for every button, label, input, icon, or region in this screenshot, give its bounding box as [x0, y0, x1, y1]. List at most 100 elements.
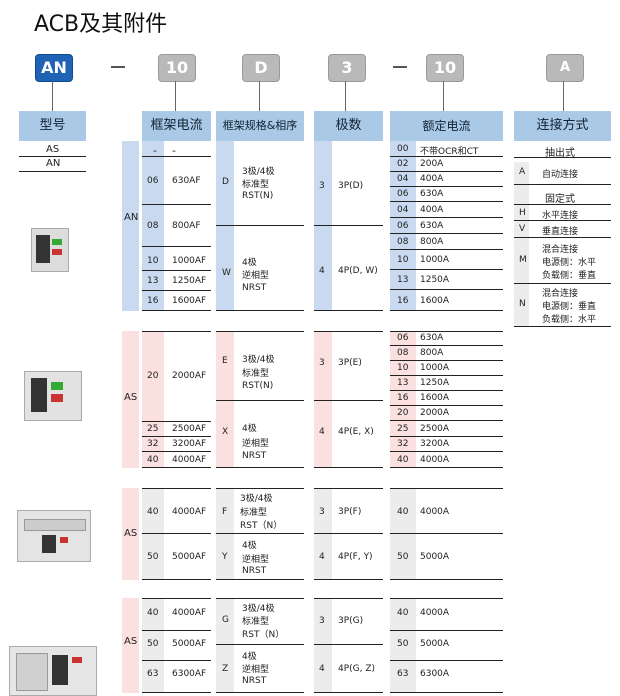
row-divider — [142, 660, 211, 661]
rated-code-band — [390, 488, 416, 580]
rated-value: 不带OCR和CT — [420, 147, 479, 157]
poles-code-band — [314, 488, 332, 580]
conn-section-title: 抽出式 — [545, 148, 575, 159]
row-divider — [514, 204, 611, 205]
poles-value: 3P(E) — [338, 358, 362, 368]
spec-code: W — [222, 268, 231, 278]
product-image — [17, 510, 91, 562]
frame-value: 6300AF — [172, 669, 207, 679]
rated-code: 04 — [397, 205, 409, 215]
spec-code: F — [222, 507, 228, 517]
row-divider — [216, 467, 304, 468]
poles-value: 4P(D, W) — [338, 266, 378, 276]
poles-code: 4 — [319, 427, 325, 437]
spec-code: G — [222, 615, 229, 625]
row-divider — [390, 375, 503, 376]
frame-value: 2000AF — [172, 371, 207, 381]
row-divider — [216, 331, 304, 332]
poles-value: 3P(G) — [338, 616, 364, 626]
frame-value: 5000AF — [172, 552, 207, 562]
product-image — [31, 228, 69, 272]
row-divider — [390, 405, 503, 406]
conn-section-title: 固定式 — [545, 194, 575, 205]
row-divider — [390, 692, 503, 693]
row-divider — [390, 249, 503, 250]
row-divider — [390, 345, 503, 346]
rated-code: 08 — [397, 237, 409, 247]
row-divider — [314, 467, 383, 468]
row-divider — [390, 201, 503, 202]
frame-value: 4000AF — [172, 455, 207, 465]
frame-value: 4000AF — [172, 507, 207, 517]
rated-value: 400A — [420, 174, 444, 184]
spec-code-pill: D — [242, 54, 280, 82]
spec-line: 标准型 — [240, 508, 268, 518]
row-divider — [390, 579, 503, 580]
rated-code: 10 — [397, 255, 409, 265]
row-divider — [142, 436, 211, 437]
rated-code-pill: 10 — [426, 54, 464, 82]
spec-line: 逆相型 — [242, 271, 270, 281]
separator-dash — [111, 66, 125, 68]
model-list-item: AS — [46, 144, 60, 155]
conn-value: 垂直连接 — [542, 227, 579, 237]
frame-code: 10 — [147, 256, 159, 266]
poles-value: 4P(E, X) — [338, 427, 374, 437]
row-divider — [142, 630, 211, 631]
row-divider — [216, 400, 304, 401]
header-spec: 框架规格&相序 — [216, 111, 304, 141]
row-divider — [216, 644, 304, 645]
frame-code-band — [142, 331, 164, 468]
spec-line: 逆相型 — [242, 665, 270, 675]
frame-code: 40 — [147, 507, 159, 517]
group-model-band — [122, 141, 139, 311]
connector-line — [443, 81, 444, 111]
spec-line: 4极 — [242, 258, 257, 268]
frame-code: 13 — [147, 276, 159, 286]
frame-code: 32 — [147, 439, 159, 449]
poles-code-pill: 3 — [328, 54, 366, 82]
rated-value: 5000A — [420, 639, 450, 649]
rated-code: 16 — [397, 296, 409, 306]
frame-code-band — [142, 488, 164, 580]
frame-code-band — [142, 598, 164, 693]
poles-code-band — [314, 331, 332, 468]
poles-value: 3P(F) — [338, 507, 362, 517]
row-divider — [142, 579, 211, 580]
spec-line: 标准型 — [242, 617, 270, 627]
row-divider — [142, 246, 211, 247]
row-divider — [514, 237, 611, 238]
row-divider — [216, 533, 304, 534]
row-divider — [390, 467, 503, 468]
rated-value: 4000A — [420, 455, 450, 465]
group-model-band — [122, 598, 139, 693]
frame-value: 800AF — [172, 221, 201, 231]
conn-code: A — [519, 167, 526, 177]
rated-value: 6300A — [420, 669, 450, 679]
row-divider — [142, 692, 211, 693]
row-divider — [314, 310, 383, 311]
row-divider — [142, 421, 211, 422]
poles-code-band — [314, 141, 332, 311]
rated-code: 06 — [397, 189, 409, 199]
spec-code-band — [216, 488, 234, 580]
rated-value: 800A — [420, 348, 444, 358]
group-model-label: AS — [124, 392, 138, 403]
row-divider — [216, 225, 304, 226]
poles-code-band — [314, 598, 332, 693]
model-list-item: AN — [46, 158, 61, 169]
rated-value: 5000A — [420, 552, 450, 562]
row-divider — [314, 400, 383, 401]
spec-line: RST(N) — [242, 191, 274, 201]
spec-code: E — [222, 356, 228, 366]
spec-line: NRST — [242, 283, 267, 293]
connector-line — [563, 81, 564, 111]
row-divider — [142, 331, 211, 332]
spec-line: 标准型 — [242, 369, 270, 379]
frame-value: - — [172, 144, 176, 157]
poles-code: 4 — [319, 552, 325, 562]
rated-code: 02 — [397, 159, 409, 169]
row-divider — [514, 184, 611, 185]
rated-value: 1000A — [420, 363, 450, 373]
row-divider — [314, 331, 383, 332]
